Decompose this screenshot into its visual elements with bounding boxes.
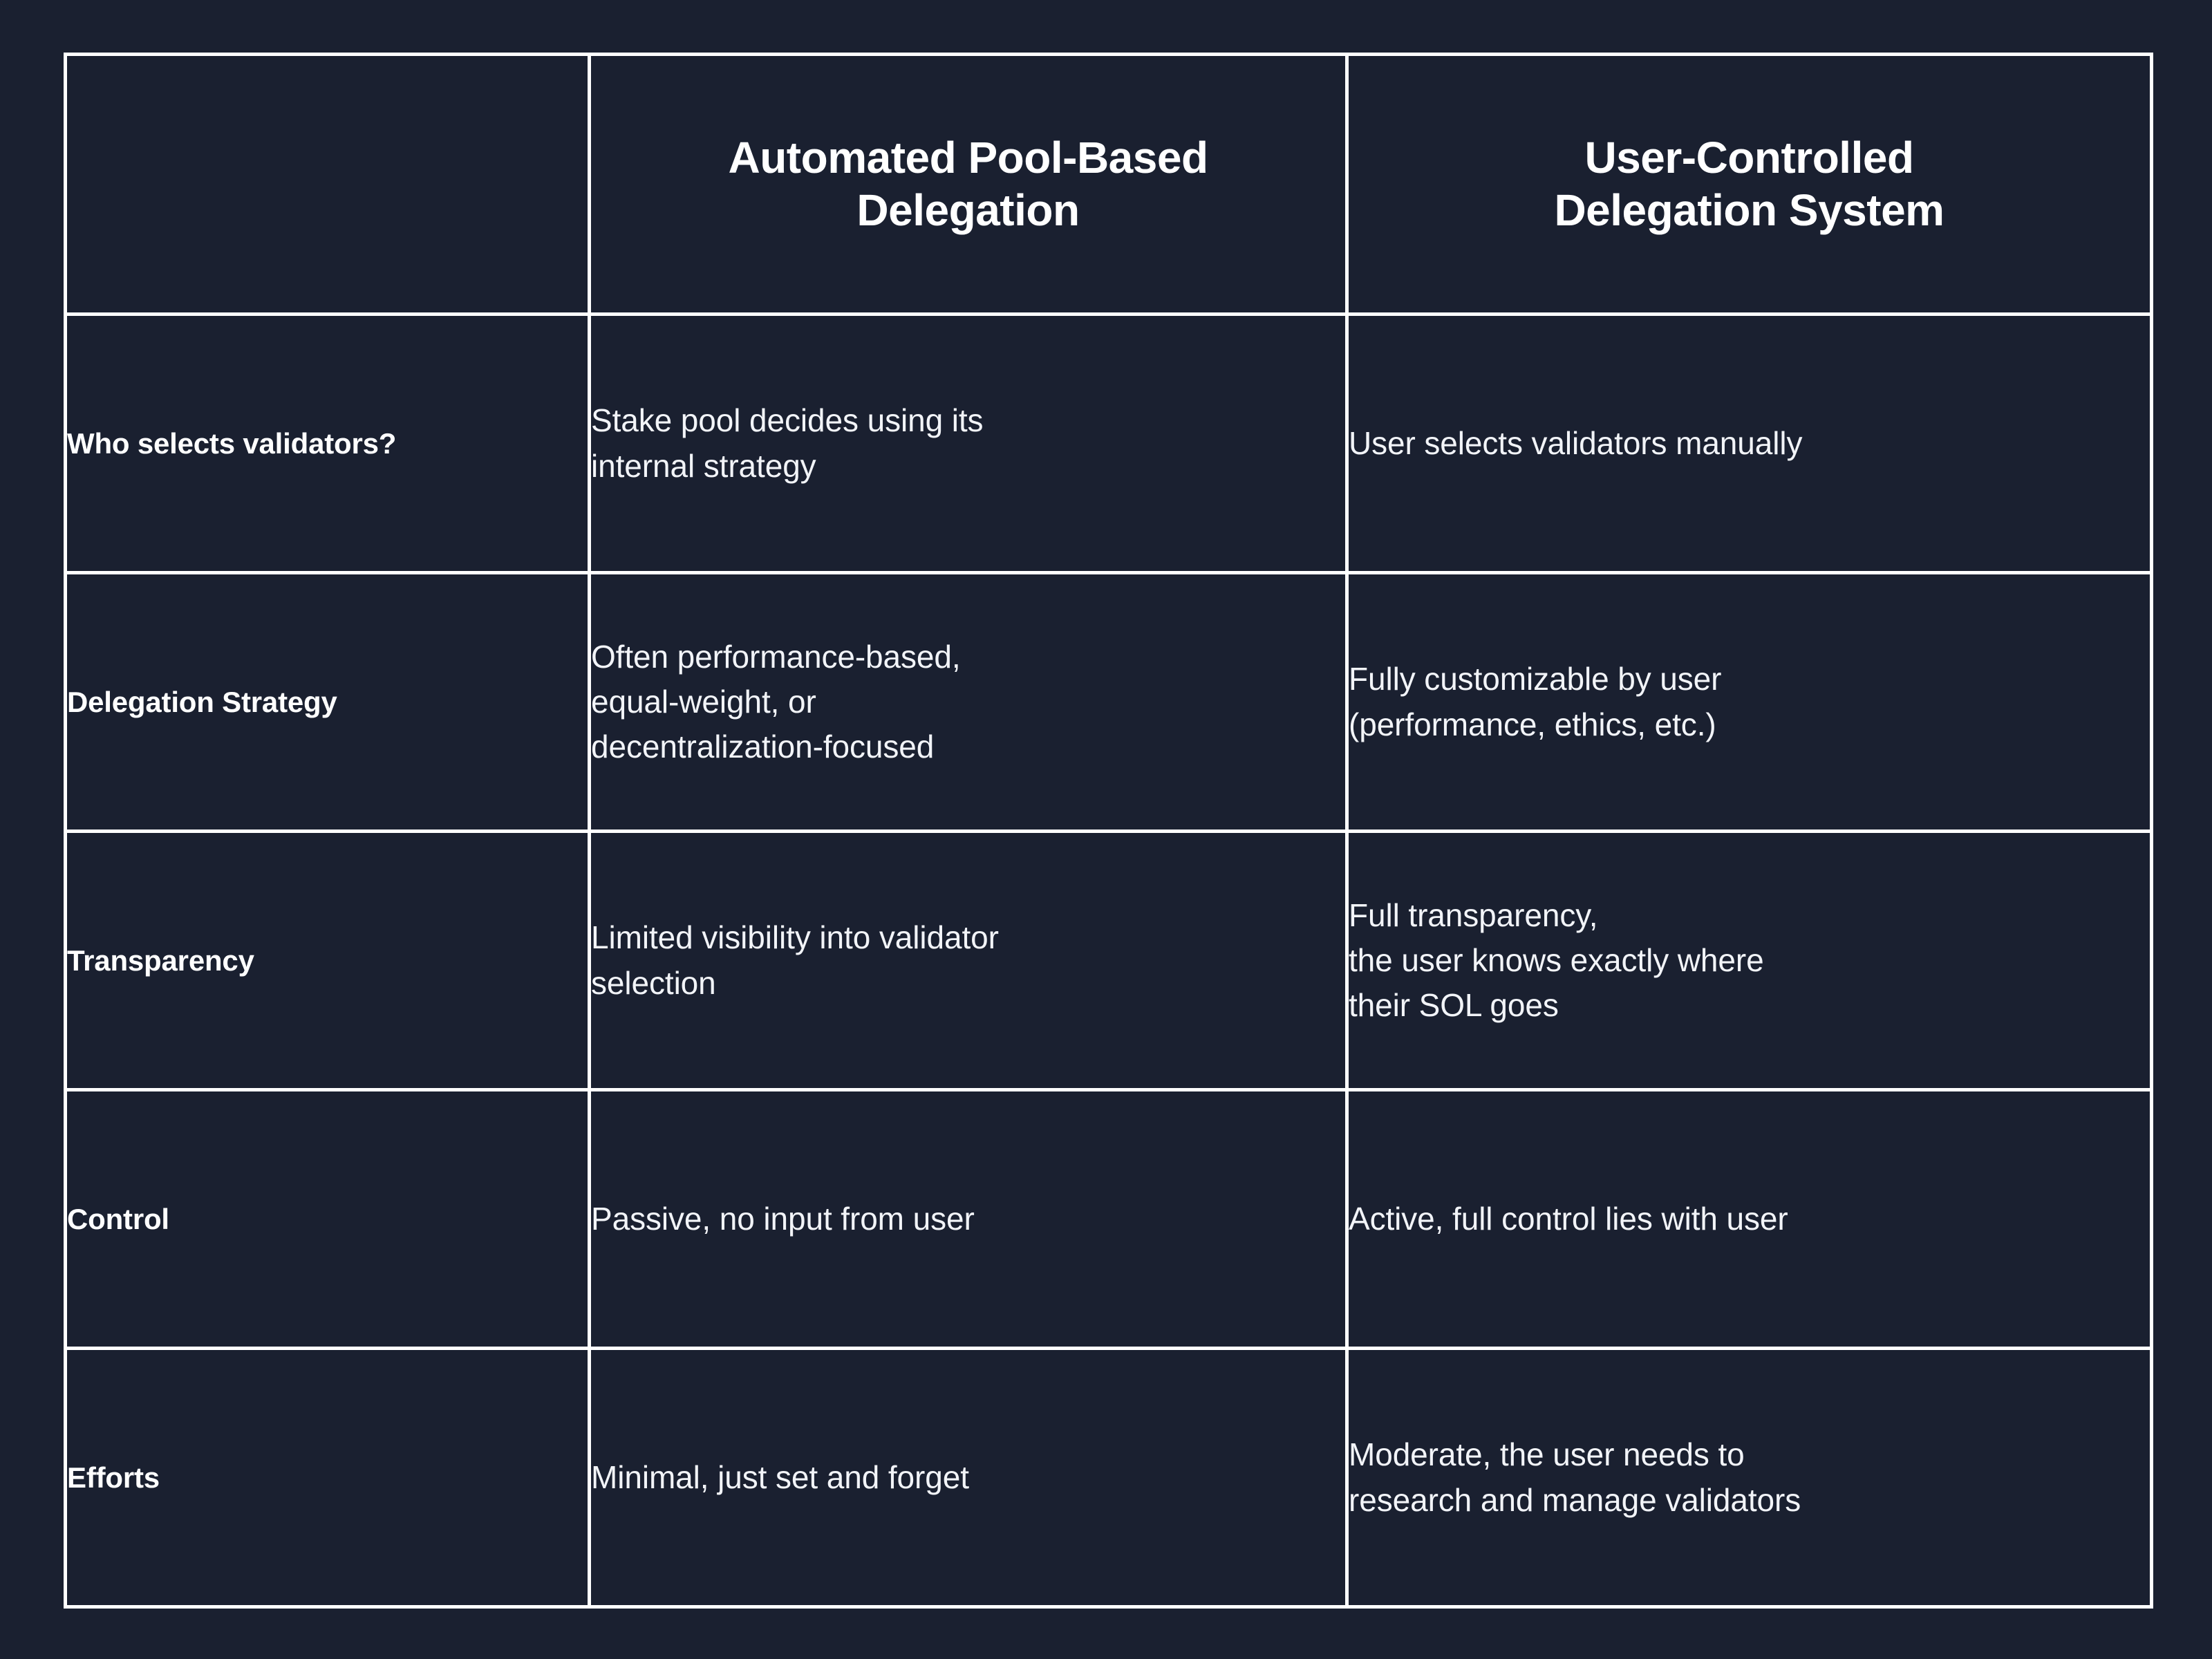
- cell-user-delegation-strategy: Fully customizable by user (performance,…: [1345, 571, 2153, 833]
- cell-line-2: the user knows exactly where: [1349, 941, 1764, 978]
- cell-user-who-selects-validators: User selects validators manually: [1345, 312, 2153, 574]
- cell-user-efforts: Moderate, the user needs to research and…: [1345, 1347, 2153, 1609]
- cell-user-transparency: Full transparency, the user knows exactl…: [1345, 830, 2153, 1091]
- cell-automated-who-selects-validators: Stake pool decides using its internal st…: [588, 312, 1349, 574]
- table-body: Who selects validators? Stake pool decid…: [64, 312, 2153, 1609]
- cell-line-1: Passive, no input from user: [591, 1200, 975, 1237]
- cell-line-1: Stake pool decides using its: [591, 402, 984, 439]
- cell-automated-efforts: Minimal, just set and forget: [588, 1347, 1349, 1609]
- header-automated-line-2: Delegation: [856, 185, 1080, 235]
- header-cell-blank: [64, 53, 591, 316]
- cell-automated-control: Passive, no input from user: [588, 1088, 1349, 1350]
- table-row-transparency: Transparency Limited visibility into val…: [64, 830, 2153, 1091]
- table-row-efforts: Efforts Minimal, just set and forget Mod…: [64, 1347, 2153, 1609]
- cell-line-1: Active, full control lies with user: [1349, 1200, 1788, 1237]
- header-automated-line-1: Automated Pool-Based: [728, 132, 1208, 182]
- cell-line-2: equal-weight, or: [591, 683, 816, 720]
- cell-line-2: internal strategy: [591, 447, 816, 484]
- header-cell-user-controlled-delegation-system: User-Controlled Delegation System: [1345, 53, 2153, 316]
- cell-line-1: Limited visibility into validator: [591, 919, 999, 956]
- cell-user-control: Active, full control lies with user: [1345, 1088, 2153, 1350]
- row-label-control: Control: [64, 1088, 591, 1350]
- header-user-line-1: User-Controlled: [1584, 132, 1914, 182]
- cell-line-1: Minimal, just set and forget: [591, 1459, 969, 1495]
- header-cell-automated-pool-based-delegation: Automated Pool-Based Delegation: [588, 53, 1349, 316]
- cell-line-3: decentralization-focused: [591, 729, 935, 765]
- cell-automated-transparency: Limited visibility into validator select…: [588, 830, 1349, 1091]
- cell-automated-delegation-strategy: Often performance-based, equal-weight, o…: [588, 571, 1349, 833]
- table-header-row: Automated Pool-Based Delegation User-Con…: [64, 53, 2153, 316]
- cell-line-2: (performance, ethics, etc.): [1349, 706, 1716, 742]
- comparison-table-wrapper: Automated Pool-Based Delegation User-Con…: [64, 53, 2153, 1609]
- table-header: Automated Pool-Based Delegation User-Con…: [64, 53, 2153, 316]
- cell-line-2: research and manage validators: [1349, 1481, 1801, 1518]
- cell-line-2: selection: [591, 964, 716, 1001]
- cell-line-1: Often performance-based,: [591, 638, 961, 675]
- row-label-line-1: Who selects: [67, 427, 235, 460]
- cell-line-1: Fully customizable by user: [1349, 661, 1722, 697]
- row-label-efforts: Efforts: [64, 1347, 591, 1609]
- row-label-line-1: Delegation Strategy: [67, 685, 337, 718]
- row-label-delegation-strategy: Delegation Strategy: [64, 571, 591, 833]
- row-label-line-1: Control: [67, 1202, 169, 1235]
- header-user-line-2: Delegation System: [1554, 185, 1944, 235]
- cell-line-1: Full transparency,: [1349, 897, 1598, 933]
- table-row-who-selects-validators: Who selects validators? Stake pool decid…: [64, 312, 2153, 574]
- row-label-who-selects-validators: Who selects validators?: [64, 312, 591, 574]
- row-label-line-2: validators?: [243, 427, 397, 460]
- table-row-control: Control Passive, no input from user Acti…: [64, 1088, 2153, 1350]
- table-row-delegation-strategy: Delegation Strategy Often performance-ba…: [64, 571, 2153, 833]
- row-label-line-1: Transparency: [67, 944, 254, 977]
- cell-line-1: Moderate, the user needs to: [1349, 1436, 1745, 1473]
- cell-line-3: their SOL goes: [1349, 987, 1559, 1024]
- row-label-line-1: Efforts: [67, 1461, 160, 1494]
- cell-line-1: User selects validators manually: [1349, 424, 1803, 461]
- row-label-transparency: Transparency: [64, 830, 591, 1091]
- comparison-table: Automated Pool-Based Delegation User-Con…: [64, 53, 2153, 1609]
